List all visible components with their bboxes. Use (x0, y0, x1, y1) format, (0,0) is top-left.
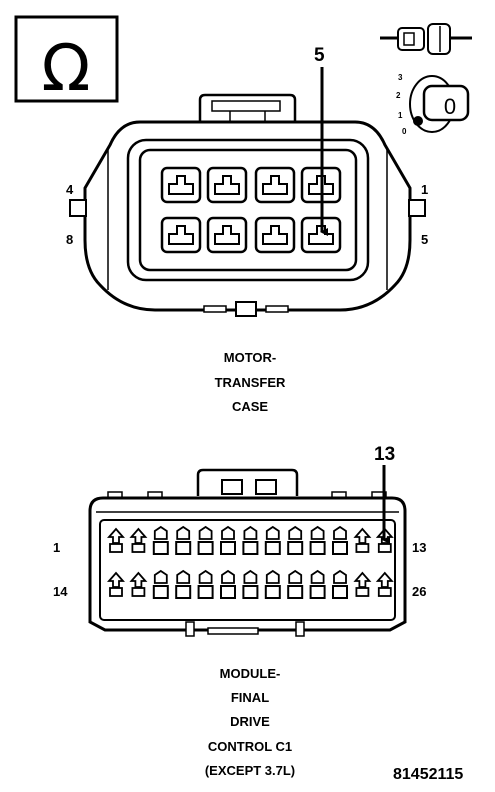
terminal-cavity (206, 216, 248, 254)
pin-label-8: 8 (66, 232, 74, 247)
terminal-cavity (175, 569, 192, 599)
terminal-cavity (129, 527, 148, 553)
terminal-cavity (375, 571, 394, 597)
terminal-cavity (220, 569, 236, 599)
terminal-cavity (287, 525, 304, 555)
pin-label-14: 14 (53, 584, 68, 599)
terminal-cavity (197, 525, 214, 555)
terminal-cavity (353, 527, 372, 553)
connector-caption-line-5: (EXCEPT 3.7L) (204, 763, 296, 778)
terminal-cavity (152, 569, 169, 599)
terminal-cavity (287, 569, 304, 599)
terminal-cavity (107, 527, 125, 553)
terminal-cavity (206, 166, 248, 204)
svg-text:1: 1 (398, 111, 403, 120)
terminal-cavity (254, 166, 296, 204)
svg-text:0: 0 (402, 127, 407, 136)
terminal-cavity (332, 569, 348, 599)
callout-label-5: 5 (314, 45, 325, 66)
terminal-cavity (264, 569, 281, 599)
ohm-symbol-box: Ω (14, 15, 119, 106)
transfer-case-motor-connector (69, 93, 426, 317)
connector-caption-line-3: DRIVE (230, 714, 270, 729)
pin-label-5: 5 (421, 232, 429, 247)
svg-text:3: 3 (398, 73, 403, 82)
figure-id: 81452115 (393, 766, 464, 783)
callout-label-13: 13 (374, 444, 396, 465)
terminal-cavity (175, 525, 192, 555)
ohm-icon: Ω (42, 32, 91, 106)
connector-caption-line-2: FINAL (230, 690, 270, 705)
bottom-connector-cavities (107, 525, 394, 599)
terminal-cavity (160, 166, 202, 204)
terminal-cavity (129, 571, 148, 597)
terminal-cavity (107, 571, 125, 597)
terminal-cavity (332, 525, 348, 555)
pin-label-1-bottom: 1 (53, 540, 61, 555)
connector-caption-line-3: CASE (231, 399, 269, 414)
svg-text:0: 0 (444, 94, 456, 119)
connector-plug-icon (380, 23, 472, 55)
final-drive-control-connector (88, 468, 407, 637)
ignition-key-icon: 3 2 1 0 0 (396, 73, 470, 136)
pin-label-1: 1 (421, 182, 429, 197)
terminal-cavity (309, 525, 326, 555)
terminal-cavity (264, 525, 281, 555)
terminal-cavity (197, 569, 214, 599)
terminal-cavity (309, 569, 326, 599)
top-connector-cavities (160, 166, 342, 254)
terminal-cavity (160, 216, 202, 254)
terminal-cavity (242, 525, 259, 555)
pin-label-4: 4 (66, 182, 74, 197)
pin-label-26: 26 (412, 584, 427, 599)
terminal-cavity (220, 525, 236, 555)
terminal-cavity (152, 525, 169, 555)
connector-caption-line-1: MOTOR- (223, 350, 277, 365)
pin-label-13: 13 (412, 540, 427, 555)
connector-caption-line-1: MODULE- (219, 666, 281, 681)
svg-text:2: 2 (396, 91, 401, 100)
terminal-cavity (242, 569, 259, 599)
terminal-cavity (353, 571, 372, 597)
terminal-cavity (254, 216, 296, 254)
connector-caption-line-4: CONTROL C1 (207, 739, 293, 754)
connector-caption-line-2: TRANSFER (214, 375, 286, 390)
